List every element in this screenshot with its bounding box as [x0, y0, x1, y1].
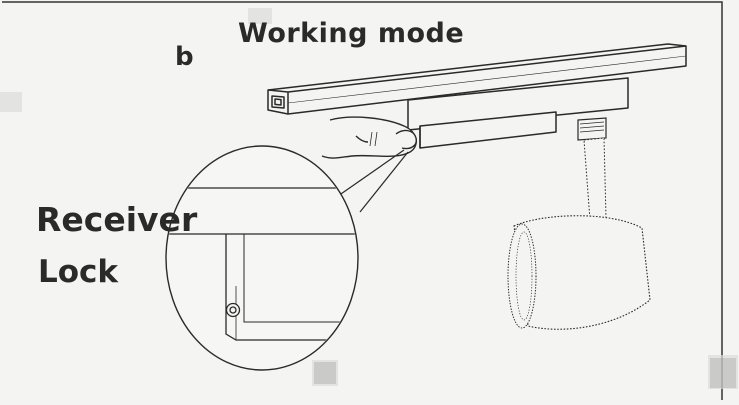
spotlight-lens [507, 223, 537, 329]
figure-title: Working mode [238, 18, 465, 49]
background-ghost-prints [0, 8, 738, 389]
magnifier [165, 145, 359, 371]
spotlight-head [513, 215, 651, 330]
track-rail [267, 43, 687, 115]
label-lock: Lock [38, 254, 119, 290]
adapter-body [407, 77, 629, 149]
spotlight-connector [577, 117, 607, 141]
page-frame [2, 1, 723, 400]
label-receiver: Receiver [36, 200, 198, 239]
panel-letter: b [175, 42, 194, 72]
spotlight [507, 117, 651, 330]
spotlight-arm [583, 137, 607, 221]
hand [321, 116, 417, 159]
thumbnail-grey-squares [314, 358, 736, 388]
callout-lines [337, 149, 409, 213]
